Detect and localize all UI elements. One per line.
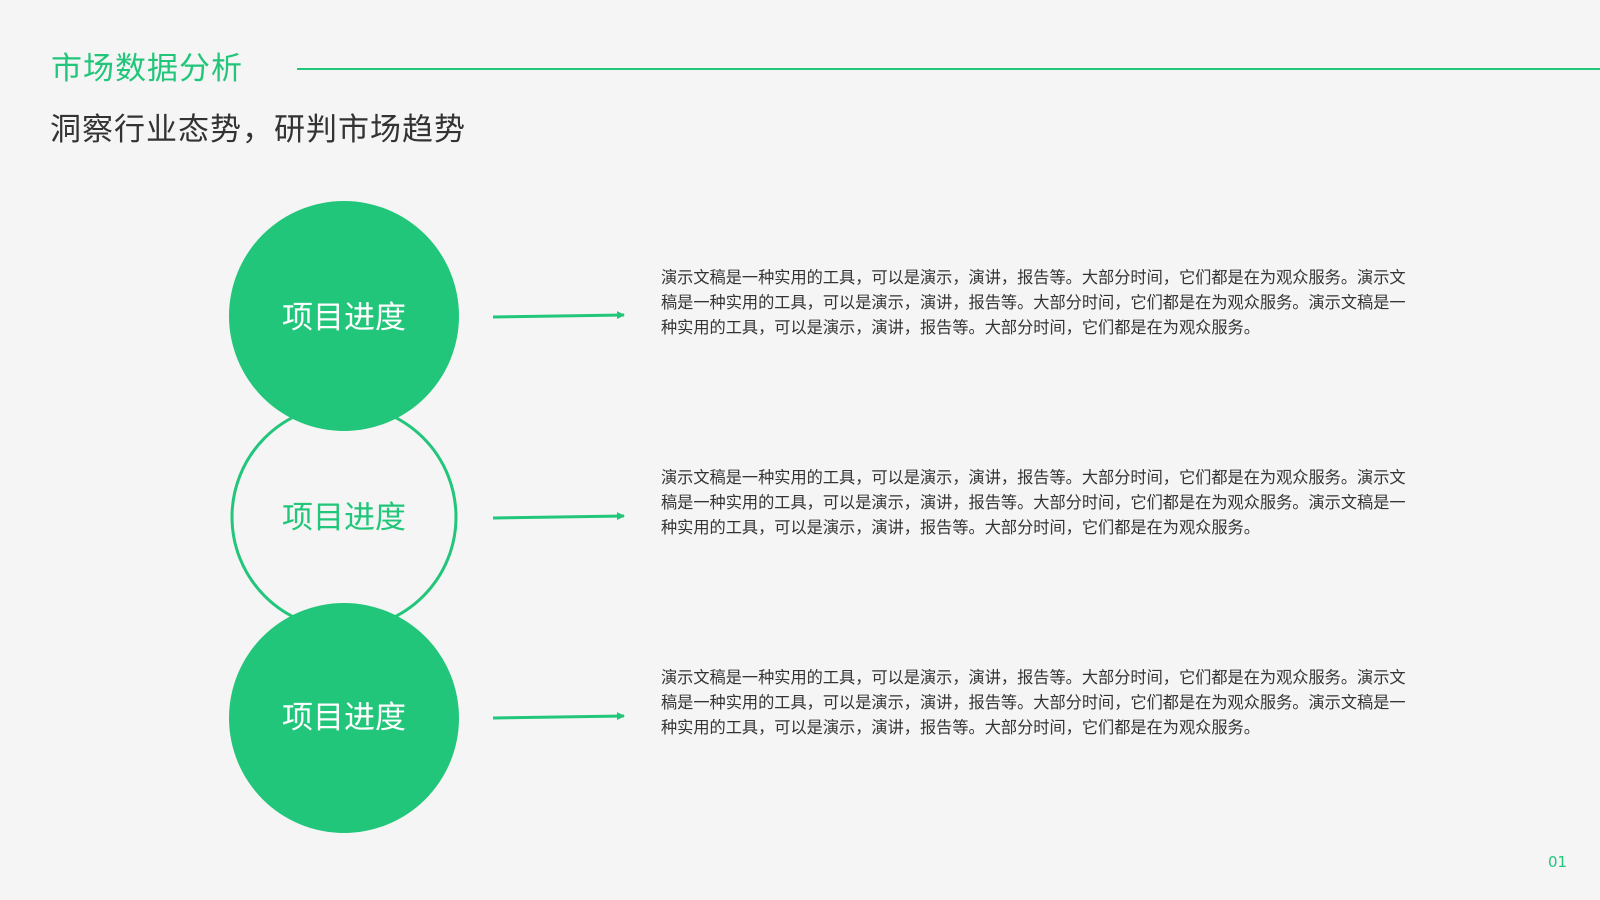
progress-description-2: 演示文稿是一种实用的工具，可以是演示，演讲，报告等。大部分时间，它们都是在为观众… [661, 468, 1406, 537]
progress-description-3: 演示文稿是一种实用的工具，可以是演示，演讲，报告等。大部分时间，它们都是在为观众… [661, 668, 1406, 737]
arrow-right-icon [492, 311, 625, 320]
page-subtitle: 洞察行业态势，研判市场趋势 [50, 112, 466, 148]
progress-label-2: 项目进度 [282, 500, 406, 536]
title-divider [297, 68, 1600, 70]
arrow-right-icon [492, 512, 625, 521]
progress-description-1: 演示文稿是一种实用的工具，可以是演示，演讲，报告等。大部分时间，它们都是在为观众… [661, 268, 1406, 337]
progress-circle-1 [229, 201, 459, 431]
arrow-right-icon [492, 712, 625, 721]
page-number: 01 [1548, 853, 1568, 871]
progress-circle-3 [229, 603, 459, 833]
progress-label-1: 项目进度 [282, 300, 406, 336]
page-title: 市场数据分析 [51, 51, 243, 87]
progress-label-3: 项目进度 [282, 700, 406, 736]
